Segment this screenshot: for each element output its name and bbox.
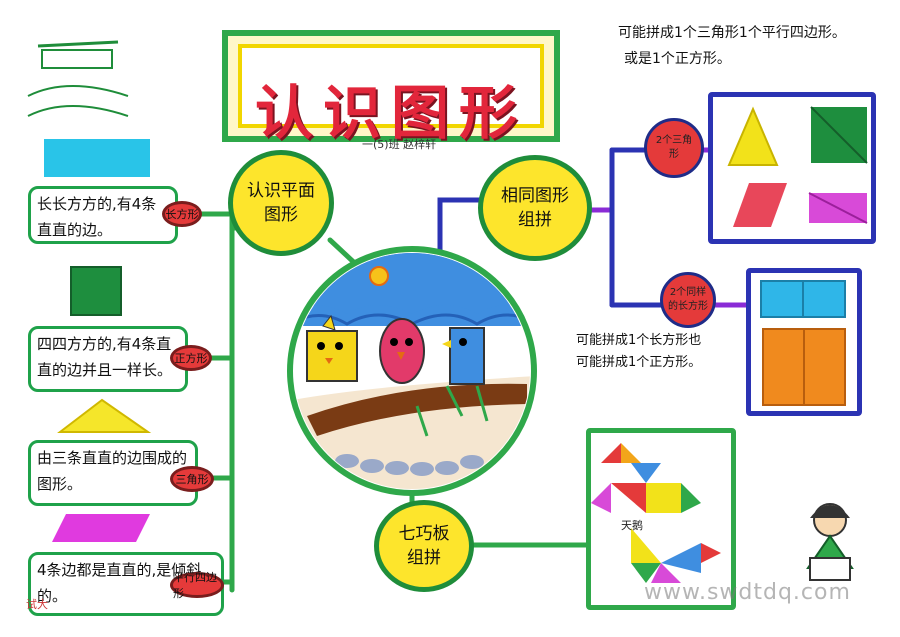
label-rectangle: 长方形 [162, 201, 202, 227]
top-left-drawing [27, 40, 129, 117]
tangram-label: 天鹅 [621, 519, 643, 532]
parallelogram-shape-sample [52, 514, 150, 542]
branch-triangles: 2个三角形 [644, 118, 704, 178]
tangram-drawings [591, 443, 721, 583]
title-subtitle: 一(5)班 赵梓轩 [362, 138, 437, 151]
top-note-line-1: 可能拼成1个三角形1个平行四边形。 [618, 25, 846, 41]
rectangle-combo-shapes [760, 280, 846, 406]
middle-right-note: 可能拼成1个长方形也 可能拼成1个正方形。 [576, 330, 756, 374]
top-note-line-2: 或是1个正方形。 [624, 51, 731, 67]
node-tangram: 七巧板组拼 [374, 500, 474, 592]
frame-rectangle-combos [746, 268, 862, 416]
corner-text: 试大 [26, 598, 48, 611]
label-parallelogram: 平行四边形 [170, 571, 224, 600]
triangle-combo-shapes [727, 106, 868, 227]
mid-note-line-1: 可能拼成1个长方形也 [576, 333, 702, 348]
frame-triangle-combos [708, 92, 876, 244]
node-same-shapes: 相同图形组拼 [478, 155, 592, 261]
triangle-shape-sample [57, 398, 152, 433]
branch-rectangles: 2个同样的长方形 [660, 272, 716, 328]
mid-note-line-2: 可能拼成1个正方形。 [576, 355, 702, 370]
left-card-square: 四四方方的,有4条直直的边并且一样长。 [28, 326, 188, 392]
top-right-note: 可能拼成1个三角形1个平行四边形。 或是1个正方形。 [618, 20, 888, 72]
title-banner: 认识图形 一(5)班 赵梓轩 [222, 30, 560, 151]
frame-tangram: 天鹅 [586, 428, 736, 610]
left-card-rectangle: 长长方方的,有4条直直的边。 [28, 186, 178, 244]
reading-girl-drawing [806, 503, 854, 581]
watermark: www.swdtdq.com [644, 580, 851, 605]
rectangle-shape-sample [44, 139, 150, 177]
center-illustration [287, 246, 537, 496]
page-title: 认识图形 [254, 79, 527, 147]
square-shape-sample [70, 266, 122, 316]
node-plane-shapes: 认识平面图形 [228, 150, 334, 256]
label-triangle: 三角形 [170, 466, 214, 492]
label-square: 正方形 [170, 345, 212, 371]
